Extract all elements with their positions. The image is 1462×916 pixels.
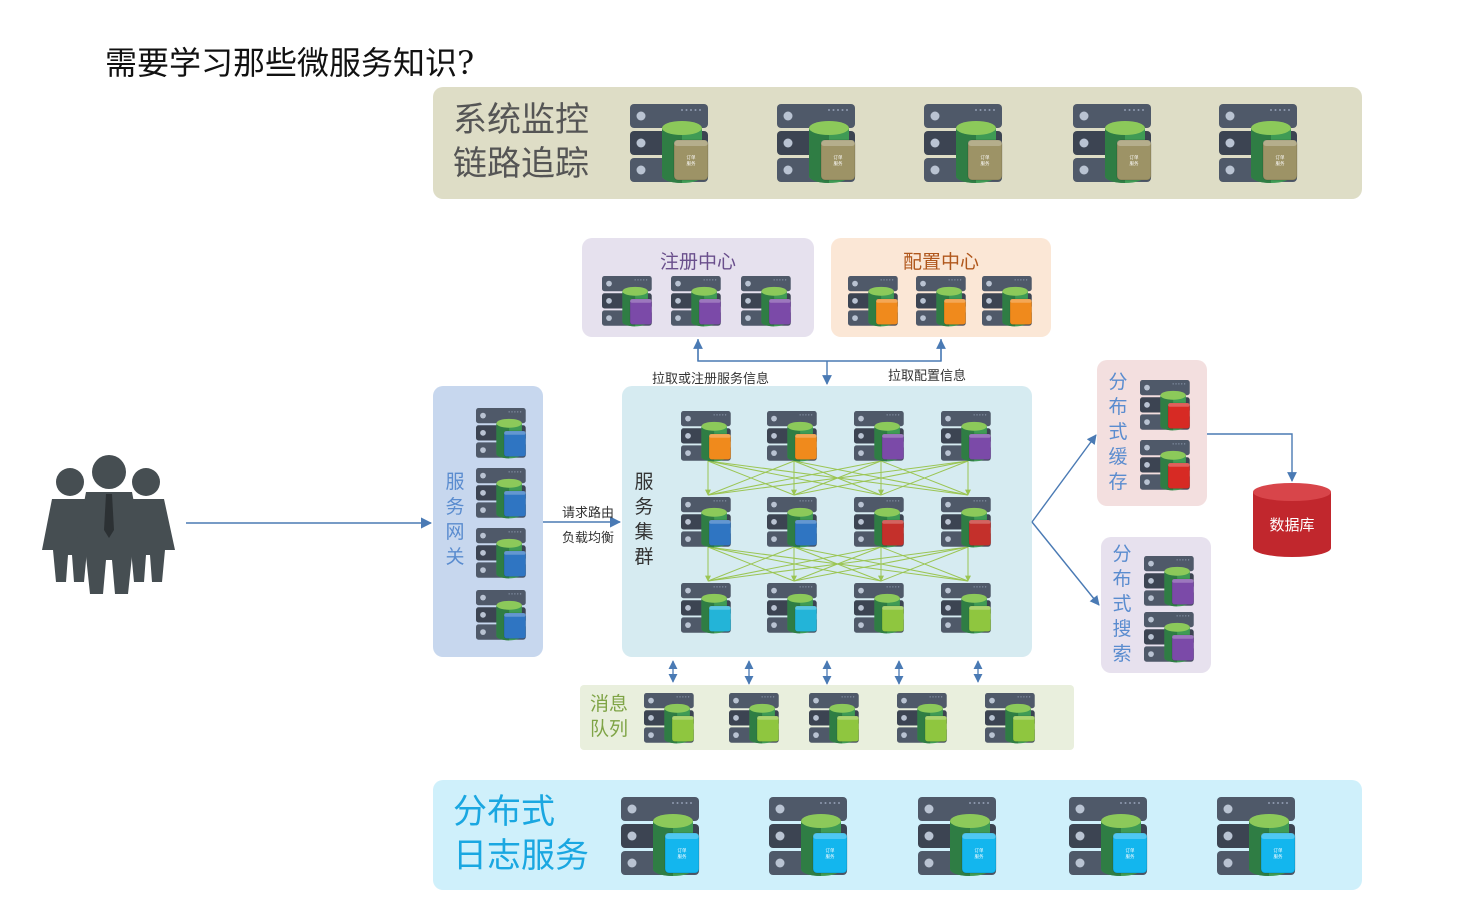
svg-text:订单: 订单 — [975, 847, 984, 854]
registry-label: 注册中心 — [659, 251, 736, 273]
svg-text:服务: 服务 — [1276, 160, 1285, 167]
registry-server-3 — [741, 276, 792, 327]
mq-server-3 — [809, 693, 860, 744]
monitoring-label: 系统监控 链路追踪 — [453, 100, 589, 184]
cluster-server-r1-c1 — [681, 411, 732, 462]
gateway-server-2 — [476, 468, 527, 519]
gateway-server-4 — [476, 590, 527, 641]
svg-text:订单: 订单 — [1274, 847, 1283, 854]
svg-text:服务: 服务 — [981, 160, 990, 167]
to-search-arrow — [1031, 521, 1100, 606]
config-server-1 — [848, 276, 899, 327]
cluster-server-r2-c2 — [767, 497, 818, 548]
svg-text:订单: 订单 — [834, 154, 843, 161]
config-server-3 — [982, 276, 1033, 327]
cluster-server-r2-c1 — [681, 497, 732, 548]
svg-text:服务: 服务 — [975, 853, 984, 860]
gateway-label: 服务网关 — [445, 471, 465, 568]
cluster-mq-arrows — [668, 660, 983, 685]
svg-text:服务: 服务 — [826, 853, 835, 860]
cluster-server-r1-c4 — [941, 411, 992, 462]
svg-text:服务: 服务 — [1274, 853, 1283, 860]
cache-server-2 — [1140, 440, 1191, 491]
config-server-2 — [916, 276, 967, 327]
pull-config-label: 拉取配置信息 — [888, 369, 967, 384]
service-mesh — [705, 460, 971, 582]
svg-text:服务: 服务 — [687, 160, 696, 167]
cache-to-db-arrow — [1207, 433, 1297, 482]
gateway-server-1 — [476, 408, 527, 459]
mq-server-1 — [644, 693, 695, 744]
database-label: 数据库 — [1269, 516, 1315, 534]
registry-server-1 — [602, 276, 653, 327]
config-label: 配置中心 — [902, 251, 979, 273]
svg-text:服务: 服务 — [1126, 853, 1135, 860]
cluster-label: 服务集群 — [634, 471, 654, 568]
cluster-server-r1-c3 — [854, 411, 905, 462]
cluster-server-r2-c4 — [941, 497, 992, 548]
mq-server-2 — [729, 693, 780, 744]
svg-text:订单: 订单 — [826, 847, 835, 854]
search-server-1 — [1144, 556, 1195, 607]
cluster-server-r3-c1 — [681, 583, 732, 634]
gateway-server-3 — [476, 528, 527, 579]
users-icon — [42, 455, 175, 594]
cache-label: 分布式缓存 — [1108, 371, 1128, 493]
registry-config-bracket — [697, 339, 942, 362]
logging-label: 分布式 日志服务 — [453, 792, 589, 876]
svg-text:订单: 订单 — [1130, 154, 1139, 161]
cache-server-1 — [1140, 380, 1191, 431]
cluster-server-r2-c3 — [854, 497, 905, 548]
mq-label: 消息 队列 — [590, 693, 629, 740]
cluster-server-r3-c2 — [767, 583, 818, 634]
logging-panel: 分布式 日志服务 — [433, 780, 1362, 890]
registry-server-2 — [671, 276, 722, 327]
svg-text:订单: 订单 — [678, 847, 687, 854]
search-server-2 — [1144, 612, 1195, 663]
svg-text:订单: 订单 — [981, 154, 990, 161]
page-title: 需要学习那些微服务知识? — [105, 44, 475, 82]
load-balance-label: 负载均衡 — [562, 531, 615, 546]
route-label: 请求路由 — [562, 506, 615, 521]
cluster-server-r3-c4 — [941, 583, 992, 634]
svg-text:订单: 订单 — [687, 154, 696, 161]
svg-text:订单: 订单 — [1126, 847, 1135, 854]
database-icon — [1253, 483, 1331, 557]
svg-text:服务: 服务 — [1130, 160, 1139, 167]
cluster-server-r1-c2 — [767, 411, 818, 462]
svg-text:订单: 订单 — [1276, 154, 1285, 161]
pull-register-label: 拉取或注册服务信息 — [652, 372, 770, 387]
cluster-server-r3-c3 — [854, 583, 905, 634]
svg-text:服务: 服务 — [678, 853, 687, 860]
svg-text:服务: 服务 — [834, 160, 843, 167]
mq-server-5 — [985, 693, 1036, 744]
search-label: 分布式搜索 — [1112, 543, 1132, 665]
monitoring-panel: 系统监控 链路追踪 — [433, 87, 1362, 199]
mq-server-4 — [897, 693, 948, 744]
to-cache-arrow — [1031, 434, 1097, 523]
